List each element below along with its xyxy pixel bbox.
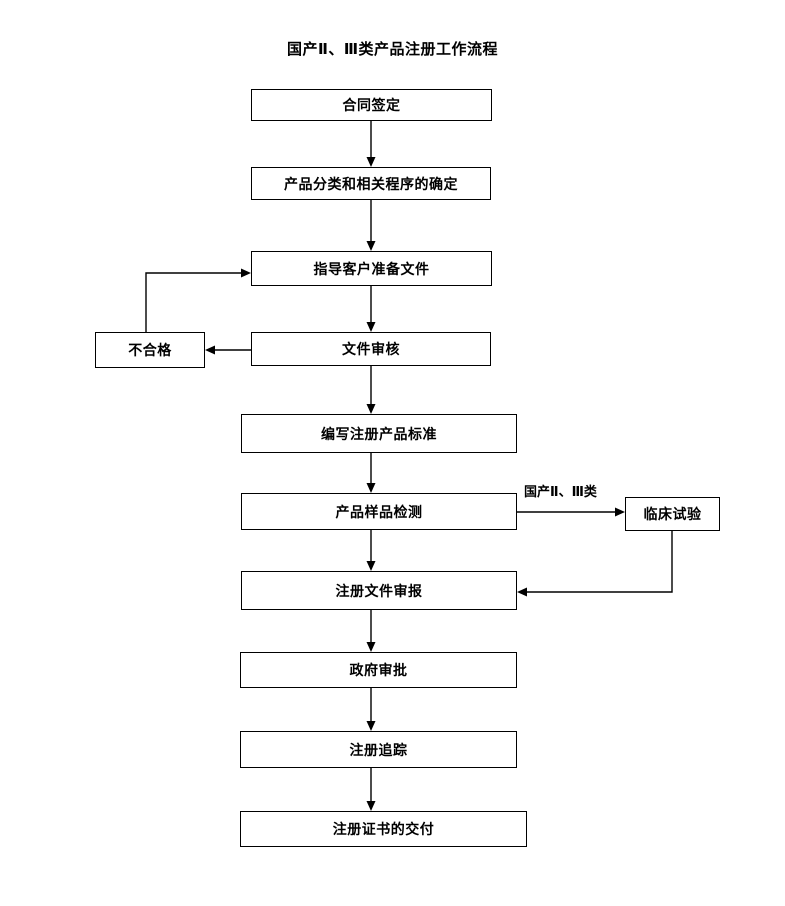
node-contract-signing[interactable]: 合同签定 — [251, 89, 492, 121]
node-certificate-delivery[interactable]: 注册证书的交付 — [240, 811, 527, 847]
edge-review-to-reject — [205, 345, 251, 355]
node-guide-client-documents[interactable]: 指导客户准备文件 — [251, 251, 492, 286]
node-unqualified[interactable]: 不合格 — [95, 332, 205, 368]
edge-sample-test-to-clinical-trial — [517, 507, 625, 517]
edge-classification-to-guide — [366, 200, 376, 251]
edge-tracking-to-certificate — [366, 768, 376, 811]
node-write-product-standard[interactable]: 编写注册产品标准 — [241, 414, 517, 453]
node-product-sample-testing[interactable]: 产品样品检测 — [241, 493, 517, 530]
edge-sample-test-to-submission — [366, 530, 376, 571]
page-title: 国产Ⅱ、Ⅲ类产品注册工作流程 — [286, 40, 499, 58]
node-registration-tracking[interactable]: 注册追踪 — [240, 731, 517, 768]
node-clinical-trial[interactable]: 临床试验 — [625, 497, 720, 531]
edge-contract-to-classification — [366, 121, 376, 167]
edge-guide-to-review — [366, 286, 376, 332]
edge-label-domestic-class-2-3: 国产Ⅱ、Ⅲ类 — [524, 485, 597, 500]
edge-submission-to-approval — [366, 610, 376, 652]
edge-clinical-trial-to-submission — [517, 531, 673, 597]
edge-review-to-standard — [366, 366, 376, 414]
edge-approval-to-tracking — [366, 688, 376, 731]
node-document-review[interactable]: 文件审核 — [251, 332, 491, 366]
edge-reject-to-guide-feedback — [145, 268, 251, 332]
node-registration-submission[interactable]: 注册文件审报 — [241, 571, 517, 610]
node-product-classification[interactable]: 产品分类和相关程序的确定 — [251, 167, 491, 200]
edge-standard-to-sample-test — [366, 453, 376, 493]
node-government-approval[interactable]: 政府审批 — [240, 652, 517, 688]
